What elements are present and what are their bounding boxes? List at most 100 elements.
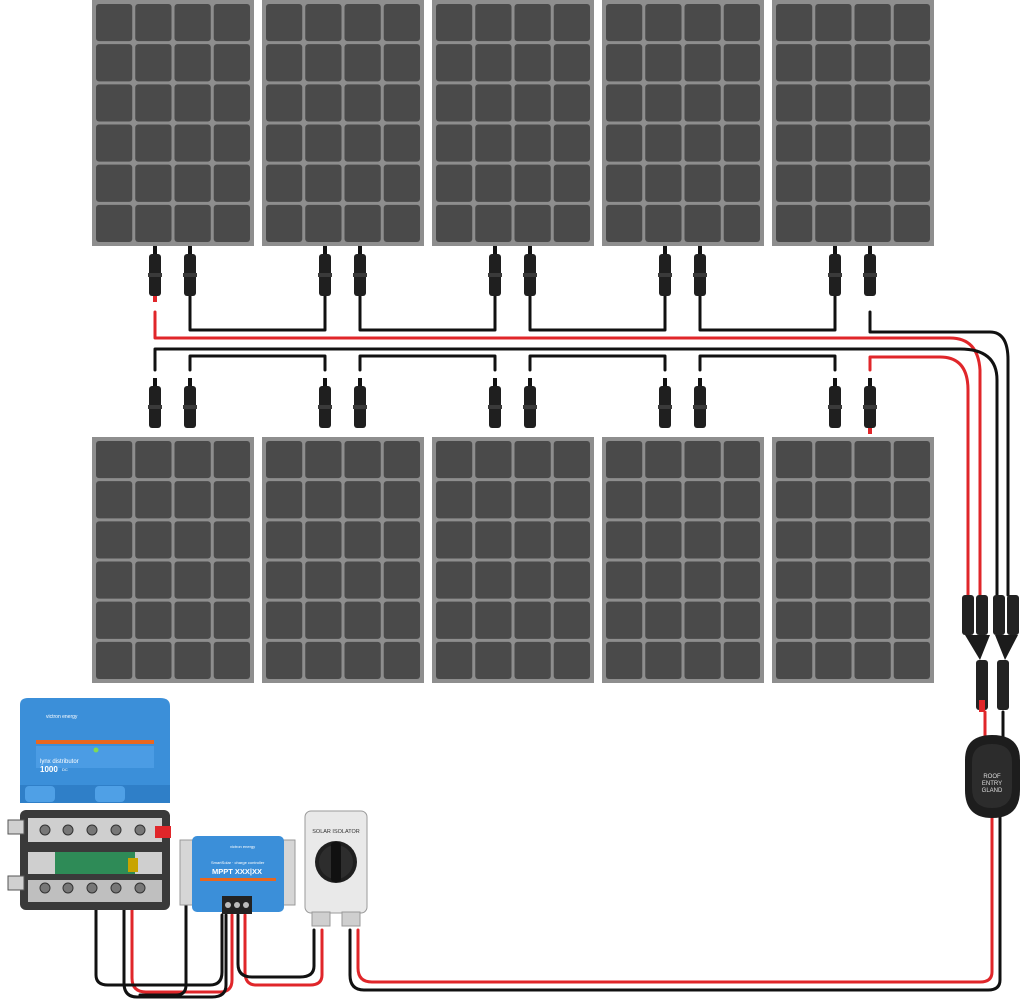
panel-cell [135,481,172,519]
panel-cell [305,561,342,599]
mc4-connector [148,246,162,302]
panel-cell [893,204,930,242]
panel-cell [174,521,211,559]
panel-cell [645,481,682,519]
panel-cell [776,601,813,639]
panel-cell [344,204,381,242]
panel-cell [684,641,721,679]
panel-cell [174,481,211,519]
panel-cell [96,84,133,122]
gland-label-line3: GLAND [982,788,1003,794]
panel-cell [723,4,760,42]
panel-cell [776,124,813,162]
panel-cell [893,441,930,479]
mc4-connector [488,378,502,428]
panel-cell [893,84,930,122]
mc4-connectors [148,246,877,434]
panel-cell [135,561,172,599]
panel-cell [723,521,760,559]
panel-cell [96,164,133,202]
panel-cell [815,44,852,82]
panel-cell [305,164,342,202]
panel-cell [305,601,342,639]
solar-panel [772,437,934,683]
mc4-connector [828,378,842,428]
panel-cell [213,481,250,519]
panel-cell [553,481,590,519]
mc4-connector [353,378,367,428]
panel-cell [135,441,172,479]
panel-cell [383,481,420,519]
panel-cell [174,441,211,479]
panel-cell [723,164,760,202]
top-series-wire [358,281,497,332]
mppt-brand: victron energy [230,844,255,849]
panel-cell [436,44,473,82]
panel-cell [475,204,512,242]
panel-cell [645,521,682,559]
panel-cell [854,641,891,679]
mc4-connector [523,246,537,296]
panel-cell [475,441,512,479]
panel-cell [475,44,512,82]
panel-cell [213,641,250,679]
y-branch-negative [993,595,1019,710]
panel-cell [213,561,250,599]
panel-cell [854,44,891,82]
panel-cell [266,124,303,162]
panel-cell [723,481,760,519]
panel-cell [174,641,211,679]
panel-cell [776,44,813,82]
panel-cell [96,481,133,519]
mc4-connector [183,246,197,296]
panel-cell [606,481,643,519]
panel-cell [436,124,473,162]
panel-cell [344,441,381,479]
panel-cell [553,561,590,599]
panel-cell [266,521,303,559]
panel-cell [776,521,813,559]
panel-cell [645,204,682,242]
panel-cell [723,44,760,82]
panel-cell [606,521,643,559]
panel-cell [645,601,682,639]
solar-panel [262,437,424,683]
panel-cell [383,164,420,202]
y-branch-positive [962,595,990,712]
panel-cell [514,44,551,82]
panel-cell [266,204,303,242]
gland-label-line1: ROOF [983,774,1001,780]
panel-cell [96,521,133,559]
panel-cell [815,204,852,242]
panel-cell [645,84,682,122]
panel-cell [776,441,813,479]
top-string-negative-wire [868,310,1010,597]
panel-cell [383,44,420,82]
panel-cell [344,164,381,202]
panel-cell [436,561,473,599]
panel-cell [645,164,682,202]
panel-cell [305,641,342,679]
panel-cell [475,641,512,679]
panel-cell [893,124,930,162]
panel-cell [174,561,211,599]
panel-cell [305,521,342,559]
panel-cell [436,84,473,122]
top-series-wire [698,281,837,332]
mc4-connector [658,246,672,296]
panel-cell [266,4,303,42]
mppt-model: MPPT XXX|XX [212,867,262,876]
panel-cell [553,204,590,242]
lynx-brand: victron energy [46,714,78,720]
panel-cell [344,84,381,122]
panel-cell [135,44,172,82]
panel-cell [266,601,303,639]
panel-cell [514,84,551,122]
panel-cell [344,641,381,679]
panel-cell [96,124,133,162]
panel-cell [723,601,760,639]
isolator-to-mppt-black [236,913,316,979]
panel-cell [854,521,891,559]
panel-cell [305,4,342,42]
